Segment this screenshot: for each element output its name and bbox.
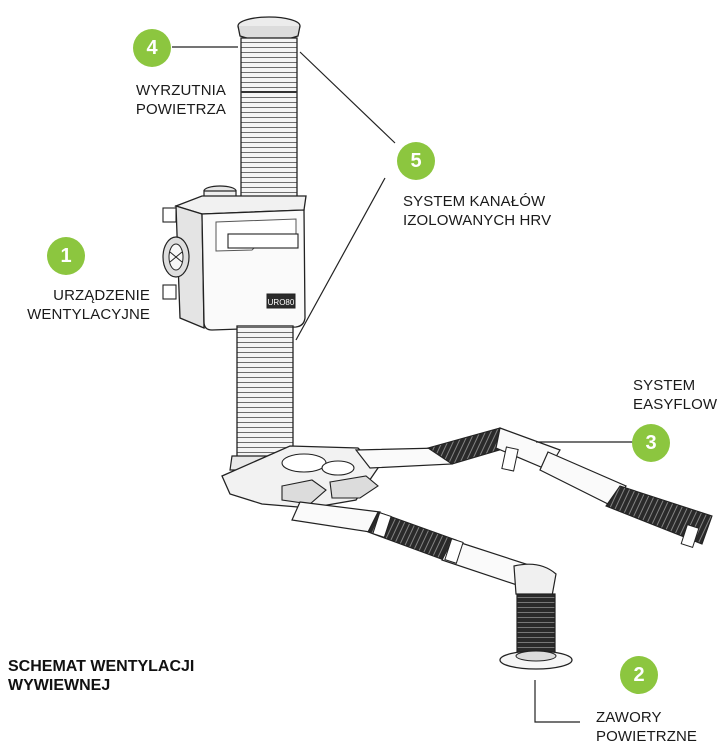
leader-lines bbox=[172, 46, 633, 723]
air-valve bbox=[499, 593, 573, 670]
unit-name-plate: URO80 bbox=[268, 298, 295, 307]
easyflow-duct-back bbox=[354, 427, 713, 548]
easyflow-manifold bbox=[221, 445, 379, 509]
callout-badge-2: 2 bbox=[620, 656, 658, 694]
callout-badge-4: 4 bbox=[133, 29, 171, 67]
leader-line-2 bbox=[534, 680, 580, 723]
callout-label-2: ZAWORY POWIETRZNE bbox=[596, 709, 697, 745]
diagram-title: SCHEMAT WENTYLACJI WYWIEWNEJ bbox=[8, 658, 195, 694]
callout-badge-3: 3 bbox=[632, 424, 670, 462]
callout-badge-5: 5 bbox=[397, 142, 435, 180]
easyflow-duct-front bbox=[291, 501, 557, 597]
callout-label-3: SYSTEM EASYFLOW bbox=[633, 377, 718, 413]
callout-badge-1: 1 bbox=[47, 237, 85, 275]
leader-line-5b bbox=[295, 177, 386, 341]
upper-insulated-duct bbox=[240, 37, 298, 209]
ventilation-unit: URO80 bbox=[162, 185, 307, 331]
leader-line-5a bbox=[299, 51, 396, 144]
callout-label-4: WYRZUTNIA POWIETRZA bbox=[135, 82, 226, 118]
callout-label-1: URZĄDZENIE WENTYLACYJNE bbox=[27, 287, 150, 323]
callout-label-5: SYSTEM KANAŁÓW IZOLOWANYCH HRV bbox=[403, 193, 552, 229]
